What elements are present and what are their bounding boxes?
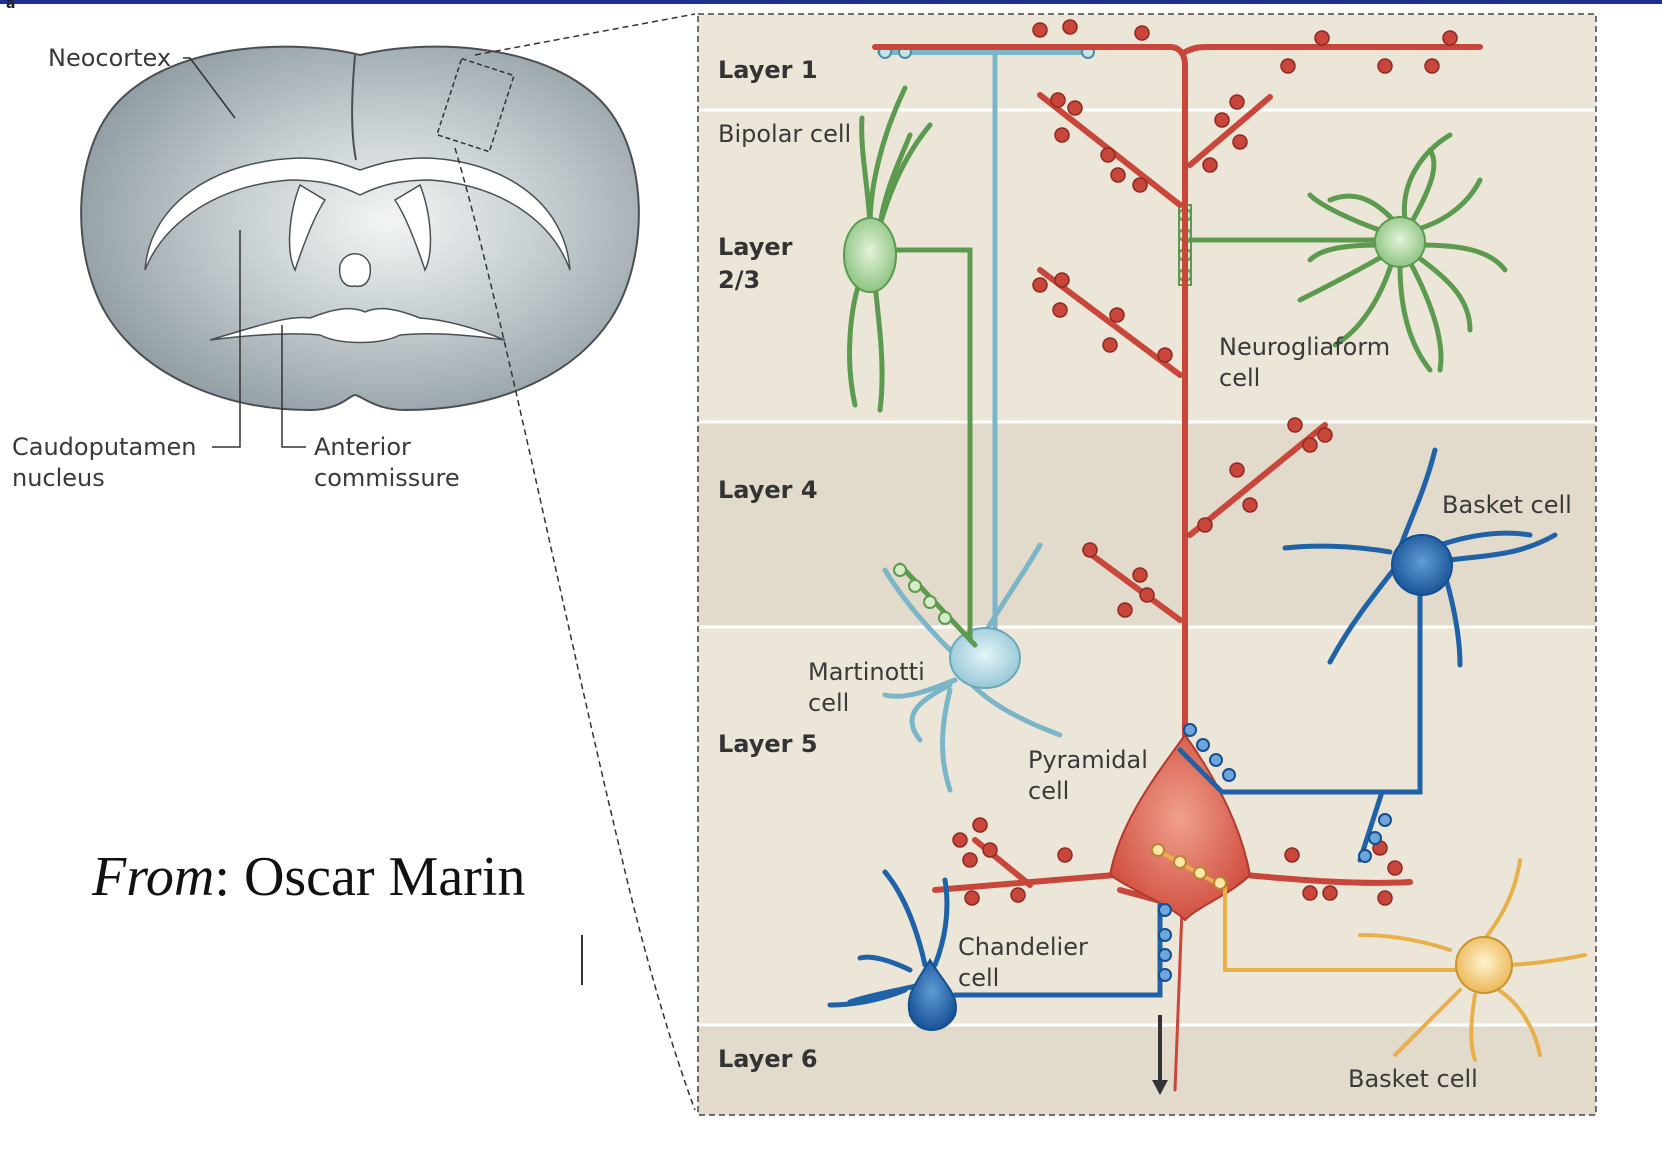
credit-sep: : bbox=[214, 846, 244, 908]
bipolar-soma bbox=[844, 218, 896, 292]
layer-6-label: Layer 6 bbox=[718, 1045, 818, 1073]
label-commissure: commissure bbox=[314, 464, 460, 492]
layer-1-label: Layer 1 bbox=[718, 56, 818, 84]
credit-prefix: From bbox=[91, 846, 214, 908]
basket-top-soma bbox=[1392, 535, 1452, 595]
label-pyramidal: Pyramidal bbox=[1028, 746, 1148, 774]
layer-23-label-a: Layer bbox=[718, 233, 793, 261]
zoom-line-top bbox=[475, 14, 695, 55]
layer-4-label: Layer 4 bbox=[718, 476, 818, 504]
label-martinotti-cell: cell bbox=[808, 689, 849, 717]
brain-section bbox=[81, 47, 639, 447]
label-caudoputamen: Caudoputamen bbox=[12, 433, 197, 461]
credit-author: Oscar Marin bbox=[244, 846, 525, 908]
basket-bottom-soma bbox=[1456, 937, 1512, 993]
label-pyramidal-cell: cell bbox=[1028, 777, 1069, 805]
layer-5-label: Layer 5 bbox=[718, 730, 818, 758]
panel-letter: a bbox=[6, 0, 15, 12]
label-chandelier-cell: cell bbox=[958, 964, 999, 992]
martinotti-soma bbox=[950, 628, 1020, 688]
label-anterior: Anterior bbox=[314, 433, 411, 461]
layer-23-label-b: 2/3 bbox=[718, 266, 760, 294]
label-nucleus: nucleus bbox=[12, 464, 105, 492]
label-basket-top: Basket cell bbox=[1442, 491, 1572, 519]
label-basket-bottom: Basket cell bbox=[1348, 1065, 1478, 1093]
label-neurogliaform-cell: cell bbox=[1219, 364, 1260, 392]
label-neurogliaform: Neurogliaform bbox=[1219, 333, 1390, 361]
label-martinotti: Martinotti bbox=[808, 658, 925, 686]
label-chandelier: Chandelier bbox=[958, 933, 1088, 961]
credit-line: From: Oscar Marin bbox=[91, 846, 525, 908]
label-bipolar: Bipolar cell bbox=[718, 120, 851, 148]
header-bar bbox=[0, 0, 1662, 4]
label-neocortex: Neocortex bbox=[48, 44, 171, 72]
neurogliaform-soma bbox=[1375, 217, 1425, 267]
